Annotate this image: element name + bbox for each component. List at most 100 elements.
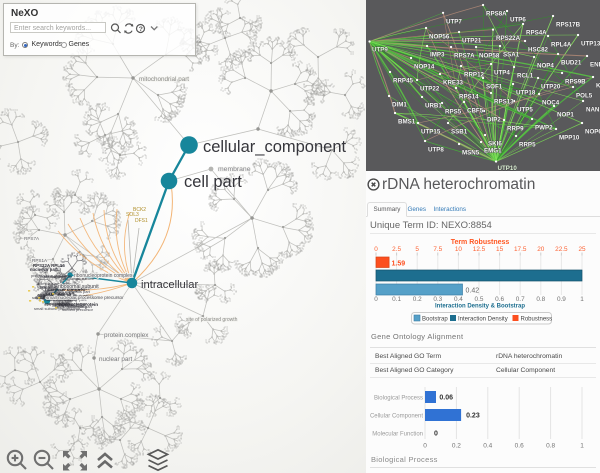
svg-text:ribonucleoprotein: ribonucleoprotein <box>45 295 84 300</box>
svg-text:90S preribosome: 90S preribosome <box>44 302 75 307</box>
svg-text:0.42: 0.42 <box>466 288 480 295</box>
svg-text:12.5: 12.5 <box>473 246 486 253</box>
svg-text:DIM1: DIM1 <box>392 102 407 109</box>
svg-text:processome precursor: processome precursor <box>47 301 87 306</box>
svg-text:15: 15 <box>496 246 504 253</box>
svg-text:RRP5: RRP5 <box>519 142 536 149</box>
svg-text:NOP58: NOP58 <box>479 53 500 60</box>
svg-text:7.5: 7.5 <box>433 246 442 253</box>
svg-text:URB1: URB1 <box>425 103 442 110</box>
svg-text:RPL4A: RPL4A <box>551 42 572 49</box>
svg-text:cellular_component: cellular_component <box>203 138 347 156</box>
svg-text:small subunit processome: small subunit processome <box>35 295 93 300</box>
svg-text:MPP10: MPP10 <box>559 135 580 142</box>
svg-text:mitochondrial part: mitochondrial part <box>139 76 189 83</box>
svg-text:rRNA processing: rRNA processing <box>47 297 77 302</box>
svg-text:MSN5: MSN5 <box>462 150 480 157</box>
svg-text:RPS4A: RPS4A <box>526 30 547 37</box>
svg-text:RPS9B: RPS9B <box>565 79 586 86</box>
svg-text:1.59: 1.59 <box>392 261 406 268</box>
svg-text:ribonucleoprotein complex: ribonucleoprotein complex <box>74 273 133 279</box>
svg-text:0: 0 <box>434 431 438 438</box>
svg-text:RPS22A: RPS22A <box>496 35 521 42</box>
svg-text:ribosomal subunit: ribosomal subunit <box>57 293 89 298</box>
svg-text:PWP2: PWP2 <box>535 125 553 132</box>
svg-text:subunit precursor: subunit precursor <box>48 282 80 287</box>
svg-text:UTP9: UTP9 <box>372 47 388 54</box>
svg-text:EMG1: EMG1 <box>484 148 502 155</box>
svg-text:subunit precursor: subunit precursor <box>32 295 64 300</box>
svg-text:preribosome: preribosome <box>62 286 90 291</box>
svg-text:nucleolar complex: nucleolar complex <box>45 287 86 292</box>
svg-text:NAN1: NAN1 <box>586 107 600 114</box>
svg-text:small subunit processome: small subunit processome <box>37 284 84 289</box>
svg-text:0.5: 0.5 <box>475 296 484 303</box>
svg-text:preribosome: preribosome <box>44 274 67 279</box>
svg-text:UTP5: UTP5 <box>517 107 533 114</box>
svg-text:0.9: 0.9 <box>557 296 566 303</box>
svg-text:0: 0 <box>374 296 378 303</box>
svg-text:RPS13: RPS13 <box>494 99 514 106</box>
svg-text:protein complex: protein complex <box>104 332 149 339</box>
svg-text:IMP3: IMP3 <box>430 52 445 59</box>
svg-text:small subunit processome: small subunit processome <box>41 285 99 290</box>
svg-text:UTP10: UTP10 <box>498 165 518 171</box>
svg-text:preribosome: preribosome <box>46 291 74 296</box>
svg-text:0.23: 0.23 <box>466 413 480 420</box>
svg-text:CBF5: CBF5 <box>467 108 484 115</box>
svg-text:intracellular: intracellular <box>141 279 198 291</box>
svg-text:nuclear part: nuclear part <box>99 356 133 363</box>
svg-text:ribonucleoprotein: ribonucleoprotein <box>53 303 84 308</box>
svg-text:RPS17B: RPS17B <box>556 22 581 29</box>
svg-text:ribosomal subunit: ribosomal subunit <box>63 276 95 281</box>
svg-text:22.5: 22.5 <box>555 246 568 253</box>
svg-text:Cellular Component: Cellular Component <box>370 414 423 420</box>
svg-text:ENP1: ENP1 <box>590 62 600 69</box>
svg-text:17.5: 17.5 <box>514 246 527 253</box>
svg-text:UTP15: UTP15 <box>421 129 441 136</box>
svg-text:0.4: 0.4 <box>483 443 492 450</box>
svg-text:processome precursor: processome precursor <box>31 273 71 278</box>
svg-text:complex assembly: complex assembly <box>38 281 71 286</box>
svg-text:RPS7A: RPS7A <box>24 236 40 241</box>
svg-text:UTP6: UTP6 <box>510 17 526 24</box>
svg-text:small nucleolar processome pre: small nucleolar processome precursor <box>46 295 124 300</box>
svg-text:2.5: 2.5 <box>392 246 401 253</box>
svg-text:NOC4: NOC4 <box>542 100 560 107</box>
svg-text:0.8: 0.8 <box>536 296 545 303</box>
svg-text:RPS1A: RPS1A <box>32 258 48 263</box>
svg-text:RPS7A: RPS7A <box>454 53 475 60</box>
svg-text:Molecular Function: Molecular Function <box>372 432 423 438</box>
svg-text:SOL3: SOL3 <box>126 212 139 218</box>
svg-text:UTP13: UTP13 <box>581 41 600 48</box>
svg-text:0.4: 0.4 <box>454 296 463 303</box>
svg-text:DFS1: DFS1 <box>135 218 148 224</box>
svg-text:RPS22A RPL16: RPS22A RPL16 <box>33 263 65 268</box>
svg-text:RRP12: RRP12 <box>464 72 485 79</box>
svg-text:Bootstrap: Bootstrap <box>422 317 448 323</box>
svg-text:0.2: 0.2 <box>452 443 461 450</box>
svg-text:UTP4: UTP4 <box>494 70 510 77</box>
svg-text:UTP22: UTP22 <box>420 86 440 93</box>
svg-text:25: 25 <box>578 246 586 253</box>
svg-text:HSC82: HSC82 <box>528 47 549 54</box>
svg-text:0: 0 <box>374 246 378 253</box>
svg-text:nucleolus part: nucleolus part <box>45 301 71 306</box>
svg-text:0.2: 0.2 <box>413 296 422 303</box>
svg-text:1: 1 <box>580 443 584 450</box>
svg-text:Biological Process: Biological Process <box>374 396 423 402</box>
svg-text:KRE1: KRE1 <box>596 83 600 90</box>
svg-text:20: 20 <box>537 246 545 253</box>
svg-text:0.6: 0.6 <box>495 296 504 303</box>
svg-text:0.3: 0.3 <box>433 296 442 303</box>
svg-text:RRP45: RRP45 <box>393 78 414 85</box>
svg-text:RRP9: RRP9 <box>507 126 524 133</box>
svg-text:subunit precursor: subunit precursor <box>37 293 77 298</box>
svg-text:0: 0 <box>423 443 427 450</box>
svg-text:0.1: 0.1 <box>392 296 401 303</box>
svg-text:BUD21: BUD21 <box>561 60 582 67</box>
svg-text:UTP7: UTP7 <box>446 18 462 25</box>
svg-text:cell part: cell part <box>184 173 242 191</box>
svg-text:nucleolar complex: nucleolar complex <box>45 294 77 299</box>
svg-text:SOF1: SOF1 <box>486 84 503 91</box>
